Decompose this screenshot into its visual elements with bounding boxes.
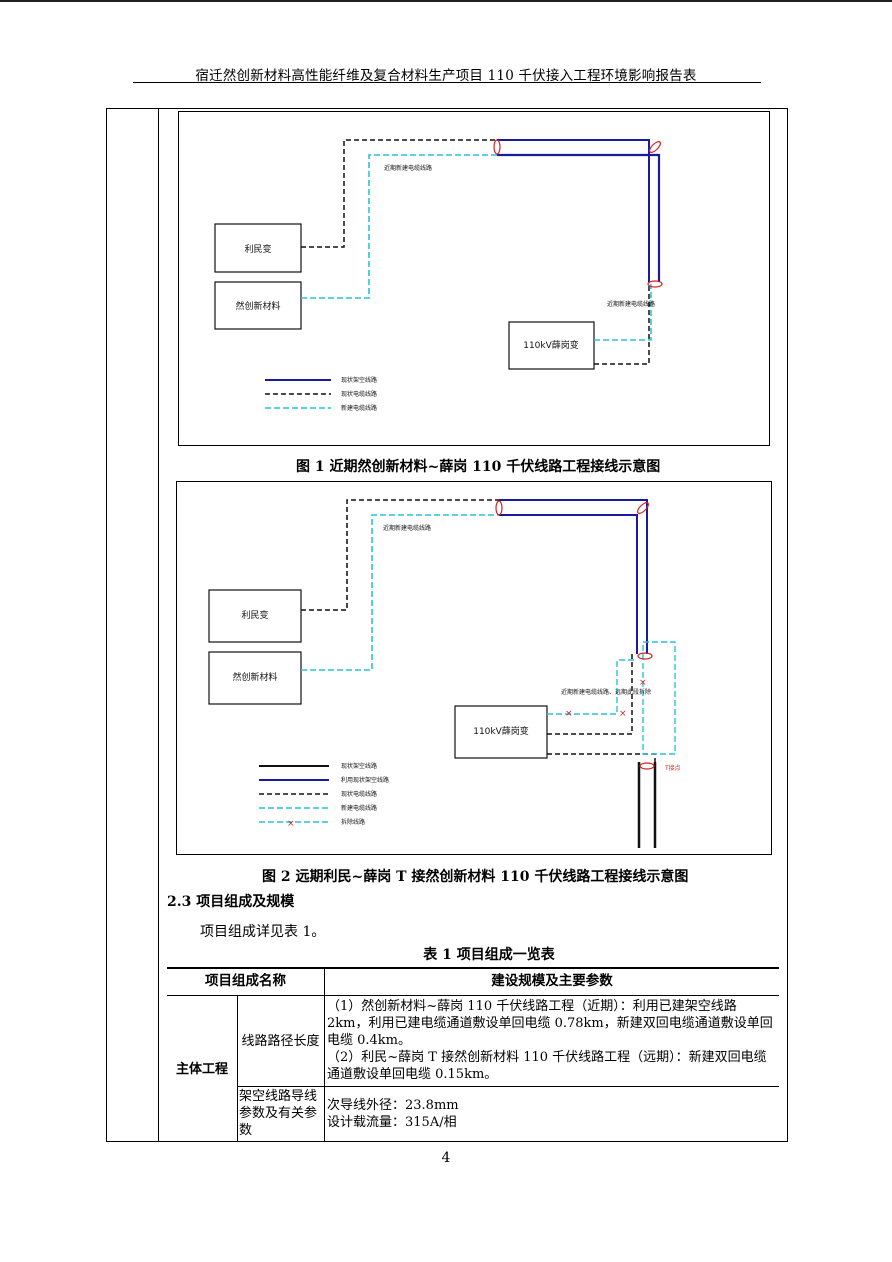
box-top-label: 利民变 <box>244 243 271 255</box>
legend-label: 新建电缆线路 <box>341 804 377 812</box>
table-row-name: 线路路径长度 <box>241 1034 320 1049</box>
box-bottom-label: 然创新材料 <box>232 671 277 683</box>
table-title: 表 1 项目组成一览表 <box>423 947 555 963</box>
legend-label: 现状电缆线路 <box>341 790 377 798</box>
frame-inner-column-line <box>158 108 159 1142</box>
removal-x-mark: × <box>619 709 627 719</box>
existing-cable-dashed <box>301 499 499 611</box>
document-header: 宿迁然创新材料高性能纤维及复合材料生产项目 110 千伏接入工程环境影响报告表 <box>195 68 697 84</box>
overhead-line-blue-2 <box>497 139 650 155</box>
table-group-label: 主体工程 <box>175 1062 228 1077</box>
overhead-line-blue <box>497 153 661 282</box>
legend-label: 利用现状架空线路 <box>341 776 389 784</box>
project-composition-table: 项目组成名称 建设规模及主要参数 主体工程 线路路径长度 （1）然创新材料~薛岗… <box>167 967 779 1142</box>
removal-segment <box>547 659 637 715</box>
removal-x-mark: × <box>639 678 647 688</box>
transition-marker <box>637 652 653 660</box>
table-col-divider-2 <box>324 996 325 1142</box>
table-row-name-line: 架空线路导线 <box>239 1089 318 1104</box>
legend-label: 现状架空线路 <box>341 762 377 770</box>
content-frame <box>106 108 788 1142</box>
label-near-removed: 近期新建电缆线路、远期此段拆除 <box>561 688 651 696</box>
table-row-line: （1）然创新材料~薛岗 110 千伏线路工程（近期）：利用已建架空线路 <box>327 999 737 1014</box>
table-col-divider-1 <box>237 996 238 1142</box>
overhead-line-blue-2 <box>499 514 638 654</box>
new-cable-cyan-right <box>594 284 652 341</box>
table-row-rule <box>237 1086 779 1087</box>
box-right-label: 110kV薛岗变 <box>523 339 579 351</box>
table-header-params: 建设规模及主要参数 <box>491 973 613 989</box>
table-row-name-line: 参数及有关参 <box>239 1106 318 1121</box>
table-row-line: 设计载流量：315A/相 <box>327 1115 457 1130</box>
box-xuegang-substation <box>508 321 595 370</box>
existing-cable-dashed <box>301 139 497 248</box>
top-border-line <box>0 0 892 2</box>
figure-1-diagram: 利民变 然创新材料 110kV薛岗变 近期新建电缆线路 近期新建电缆线路 现状架… <box>178 111 770 446</box>
new-cable-cyan <box>301 514 499 671</box>
new-cable-cyan <box>301 154 497 299</box>
table-header-divider <box>324 969 325 995</box>
table-header-rule <box>167 995 779 996</box>
transition-marker <box>495 500 503 516</box>
figure-2-caption: 图 2 远期利民~薛岗 T 接然创新材料 110 千伏线路工程接线示意图 <box>262 869 689 885</box>
table-row-line: 2km，利用已建电缆通道敷设单回电缆 0.78km，新建双回电缆通道敷设单回 <box>327 1016 773 1031</box>
transition-marker <box>493 139 501 155</box>
label-near-cable: 近期新建电缆线路 <box>384 164 432 172</box>
transition-marker <box>637 502 649 514</box>
legend-label: 现状架空线路 <box>341 376 377 384</box>
header-rule <box>133 82 761 83</box>
figure-1-svg: 利民变 然创新材料 110kV薛岗变 近期新建电缆线路 近期新建电缆线路 现状架… <box>214 139 663 412</box>
box-xuegang-substation <box>454 705 548 759</box>
table-row-line: 次导线外径：23.8mm <box>327 1098 459 1113</box>
figure-2-diagram: 利民变 然创新材料 110kV薛岗变 × × × T接点 近期新建电缆线路 近期… <box>176 481 772 855</box>
page-number: 4 <box>441 1150 451 1166</box>
section-paragraph: 项目组成详见表 1。 <box>200 924 326 940</box>
transition-marker <box>647 280 663 288</box>
box-ranchuang <box>214 281 302 330</box>
legend-x-mark: × <box>287 819 295 829</box>
label-near-cable-right: 近期新建电缆线路 <box>607 300 655 308</box>
overhead-line-blue <box>499 499 648 654</box>
figure-1-caption: 图 1 近期然创新材料~薛岗 110 千伏线路工程接线示意图 <box>296 459 661 475</box>
legend-label: 新建电缆线路 <box>341 404 377 412</box>
section-heading: 2.3 项目组成及规模 <box>167 894 295 910</box>
table-row-content: 次导线外径：23.8mm 设计载流量：315A/相 <box>327 1097 779 1131</box>
legend-label: 现状电缆线路 <box>341 390 377 398</box>
table-row-line: 通道敷设单回电缆 0.15km。 <box>327 1067 498 1082</box>
label-near-cable: 近期新建电缆线路 <box>383 524 431 532</box>
removal-x-mark: × <box>565 709 573 719</box>
box-limin-substation <box>214 223 302 273</box>
box-bottom-label: 然创新材料 <box>235 300 280 312</box>
table-row-line: （2）利民~薛岗 T 接然创新材料 110 千伏线路工程（远期）：新建双回电缆 <box>327 1050 767 1065</box>
figure-2-svg: 利民变 然创新材料 110kV薛岗变 × × × T接点 近期新建电缆线路 近期… <box>208 499 681 848</box>
table-header-name: 项目组成名称 <box>205 973 286 989</box>
t-junction-marker <box>639 762 655 770</box>
table-row-name: 架空线路导线 参数及有关参 数 <box>239 1088 324 1139</box>
box-right-label: 110kV薛岗变 <box>473 725 529 737</box>
table-top-rule <box>167 967 779 969</box>
t-junction-label: T接点 <box>664 764 681 772</box>
box-limin-substation <box>208 589 302 643</box>
table-row-line: 电缆 0.4km。 <box>327 1033 412 1048</box>
transition-marker <box>649 141 661 153</box>
legend-label: 拆除线路 <box>341 818 365 826</box>
box-top-label: 利民变 <box>241 609 268 621</box>
table-row-content: （1）然创新材料~薛岗 110 千伏线路工程（近期）：利用已建架空线路 2km，… <box>327 998 779 1083</box>
existing-cable-dashed-right <box>594 282 650 365</box>
table-row-name-line: 数 <box>239 1123 253 1138</box>
box-ranchuang <box>208 651 302 705</box>
existing-cable-dashed-right <box>547 654 633 735</box>
